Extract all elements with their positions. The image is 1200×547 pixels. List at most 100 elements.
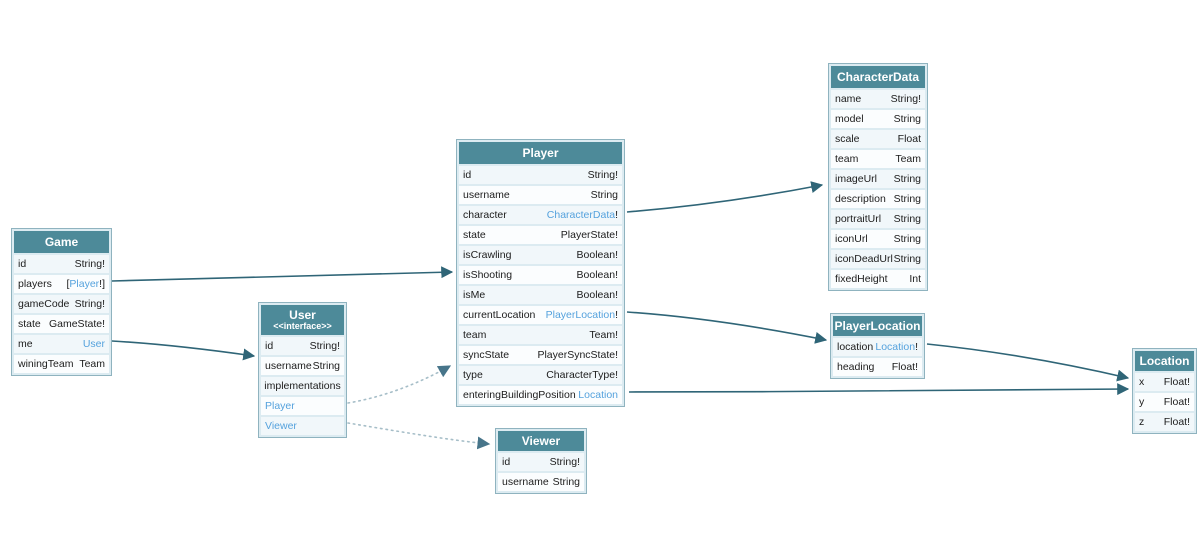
- field-row-player-type[interactable]: type CharacterType!: [459, 366, 622, 384]
- field-row-player-character[interactable]: character CharacterData!: [459, 206, 622, 224]
- field-row-characterdata-icondeadurl[interactable]: iconDeadUrl String: [831, 250, 925, 268]
- field-name: z: [1139, 416, 1145, 428]
- entity-playerlocation-header[interactable]: PlayerLocation: [833, 316, 922, 336]
- edge-playerlocation-location-to-location: [926, 343, 1130, 382]
- type-text: String!: [309, 340, 340, 352]
- field-row-player-team[interactable]: team Team!: [459, 326, 622, 344]
- field-row-characterdata-team[interactable]: team Team: [831, 150, 925, 168]
- entity-viewer-header[interactable]: Viewer: [498, 431, 584, 451]
- field-row-location-z[interactable]: z Float!: [1135, 413, 1194, 431]
- type-link[interactable]: Player: [69, 278, 100, 290]
- field-row-characterdata-iconurl[interactable]: iconUrl String: [831, 230, 925, 248]
- entity-player[interactable]: Player id String! username String charac…: [456, 139, 625, 407]
- field-type: Team: [895, 153, 921, 165]
- field-name: players: [18, 278, 52, 290]
- field-row-characterdata-model[interactable]: model String: [831, 110, 925, 128]
- type-text: Float!: [1163, 416, 1190, 428]
- field-type: PlayerLocation!: [546, 309, 618, 321]
- field-row-player-username[interactable]: username String: [459, 186, 622, 204]
- type-link[interactable]: CharacterData: [546, 209, 616, 221]
- entity-user-header[interactable]: User <<interface>>: [261, 305, 344, 335]
- field-row-location-y[interactable]: y Float!: [1135, 393, 1194, 411]
- field-row-player-iscrawling[interactable]: isCrawling Boolean!: [459, 246, 622, 264]
- field-row-characterdata-portraiturl[interactable]: portraitUrl String: [831, 210, 925, 228]
- field-row-game-gamecode[interactable]: gameCode String!: [14, 295, 109, 313]
- field-type: String!: [75, 258, 105, 270]
- implementation-link[interactable]: Viewer: [265, 420, 297, 432]
- field-row-viewer-id[interactable]: id String!: [498, 453, 584, 471]
- field-name: currentLocation: [463, 309, 536, 321]
- field-type: [Player!]: [66, 278, 105, 290]
- field-name: isShooting: [463, 269, 513, 281]
- type-text: [: [66, 278, 70, 290]
- type-text: String!: [890, 93, 921, 105]
- field-row-viewer-username[interactable]: username String: [498, 473, 584, 491]
- type-text: String: [893, 113, 921, 125]
- field-row-characterdata-imageurl[interactable]: imageUrl String: [831, 170, 925, 188]
- field-name: id: [463, 169, 472, 181]
- field-row-user-username[interactable]: username String: [261, 357, 344, 375]
- entity-user[interactable]: User <<interface>> id String! username S…: [258, 302, 347, 438]
- type-text: !: [615, 209, 618, 221]
- entity-playerlocation[interactable]: PlayerLocation location Location! headin…: [830, 313, 925, 379]
- field-type: String: [553, 476, 580, 488]
- field-name: model: [835, 113, 864, 125]
- entity-location[interactable]: Location x Float! y Float! z Float!: [1132, 348, 1197, 434]
- field-row-game-players[interactable]: players [Player!]: [14, 275, 109, 293]
- entity-player-header[interactable]: Player: [459, 142, 622, 164]
- type-text: String!: [587, 169, 618, 181]
- field-name: me: [18, 338, 33, 350]
- type-text: String: [893, 213, 921, 225]
- field-type: CharacterData!: [547, 209, 618, 221]
- field-row-characterdata-scale[interactable]: scale Float: [831, 130, 925, 148]
- field-row-game-id[interactable]: id String!: [14, 255, 109, 273]
- entity-viewer[interactable]: Viewer id String! username String: [495, 428, 587, 494]
- field-row-playerlocation-location[interactable]: location Location!: [833, 338, 922, 356]
- implementation-row-player[interactable]: Player: [261, 397, 344, 415]
- field-row-game-me[interactable]: me User: [14, 335, 109, 353]
- field-row-game-winingteam[interactable]: winingTeam Team: [14, 355, 109, 373]
- entity-game[interactable]: Game id String! players [Player!] gameCo…: [11, 228, 112, 376]
- field-name: username: [463, 189, 510, 201]
- entity-characterdata[interactable]: CharacterData name String! model String …: [828, 63, 928, 291]
- field-name: username: [265, 360, 312, 372]
- field-type: GameState!: [49, 318, 105, 330]
- entity-location-header[interactable]: Location: [1135, 351, 1194, 371]
- field-row-location-x[interactable]: x Float!: [1135, 373, 1194, 391]
- field-type: String: [894, 113, 921, 125]
- field-name: syncState: [463, 349, 510, 361]
- field-row-playerlocation-heading[interactable]: heading Float!: [833, 358, 922, 376]
- field-name: state: [463, 229, 486, 241]
- field-row-characterdata-fixedheight[interactable]: fixedHeight Int: [831, 270, 925, 288]
- field-name: name: [835, 93, 862, 105]
- field-row-player-id[interactable]: id String!: [459, 166, 622, 184]
- type-text: !: [615, 309, 618, 321]
- type-link[interactable]: Location: [578, 389, 618, 401]
- field-type: Location: [578, 389, 618, 401]
- field-row-game-state[interactable]: state GameState!: [14, 315, 109, 333]
- field-row-player-isshooting[interactable]: isShooting Boolean!: [459, 266, 622, 284]
- implementation-row-viewer[interactable]: Viewer: [261, 417, 344, 435]
- implementation-link[interactable]: Player: [265, 400, 295, 412]
- type-text: PlayerState!: [560, 229, 618, 241]
- field-row-user-id[interactable]: id String!: [261, 337, 344, 355]
- field-name: id: [265, 340, 274, 352]
- field-row-characterdata-name[interactable]: name String!: [831, 90, 925, 108]
- field-name: enteringBuildingPosition: [463, 389, 576, 401]
- type-text: Team: [895, 153, 921, 165]
- field-row-player-enteringbuildingposition[interactable]: enteringBuildingPosition Location: [459, 386, 622, 404]
- field-type: Float!: [1164, 416, 1190, 428]
- field-row-characterdata-description[interactable]: description String: [831, 190, 925, 208]
- entity-characterdata-header[interactable]: CharacterData: [831, 66, 925, 88]
- field-row-player-currentlocation[interactable]: currentLocation PlayerLocation!: [459, 306, 622, 324]
- field-row-player-state[interactable]: state PlayerState!: [459, 226, 622, 244]
- type-link[interactable]: User: [82, 338, 105, 350]
- field-row-player-isme[interactable]: isMe Boolean!: [459, 286, 622, 304]
- field-row-player-syncstate[interactable]: syncState PlayerSyncState!: [459, 346, 622, 364]
- field-type: Float!: [892, 361, 918, 373]
- type-link[interactable]: PlayerLocation: [545, 309, 616, 321]
- entity-game-header[interactable]: Game: [14, 231, 109, 253]
- type-link[interactable]: Location: [875, 341, 916, 353]
- field-type: Float!: [1164, 396, 1190, 408]
